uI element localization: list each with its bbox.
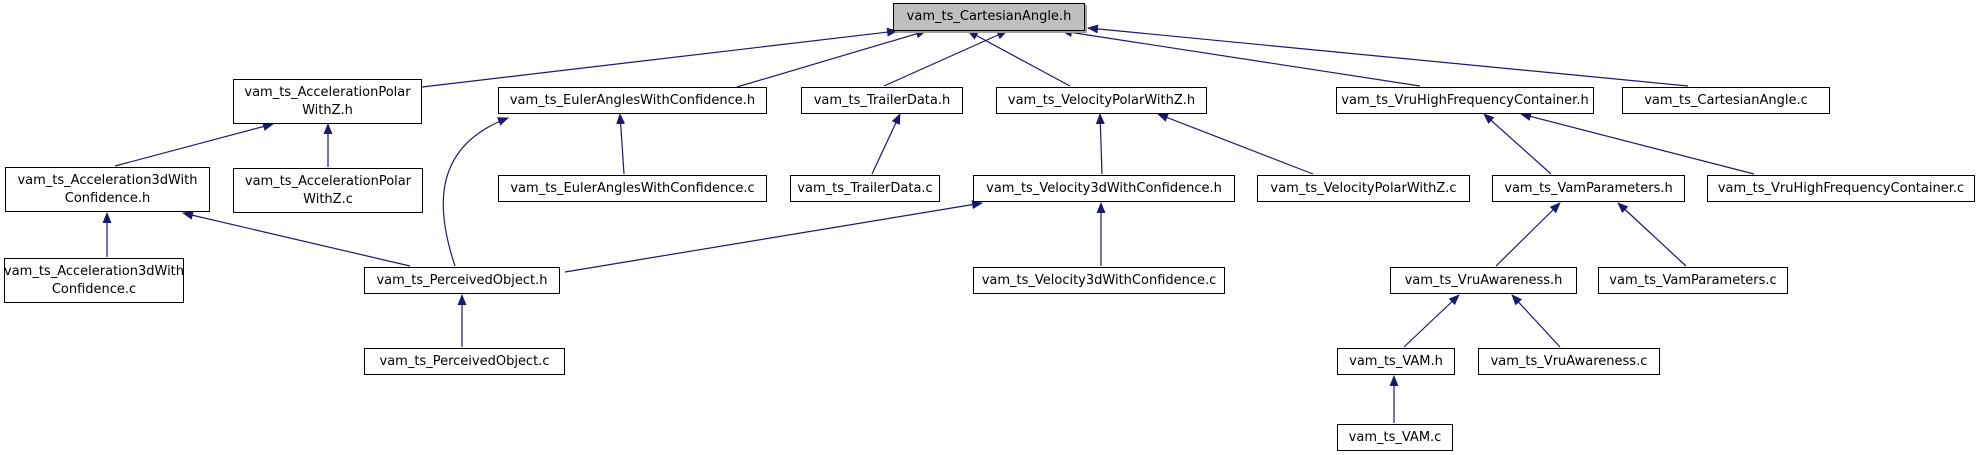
edge-n4-n0 <box>967 30 1071 87</box>
edge-n13-n5 <box>1483 113 1552 175</box>
node-vam_ts_CartesianAngle.c[interactable]: vam_ts_CartesianAngle.c <box>1622 87 1830 114</box>
edge-n14-n5 <box>1520 112 1755 175</box>
edge-n18-n13 <box>1495 202 1561 267</box>
node-vam_ts_VruHighFrequencyContainer.c[interactable]: vam_ts_VruHighFrequencyContainer.c <box>1707 175 1975 202</box>
node-vam_ts_CartesianAngle.h[interactable]: vam_ts_CartesianAngle.h <box>893 3 1085 31</box>
node-vam_ts_TrailerData.c[interactable]: vam_ts_TrailerData.c <box>790 175 940 202</box>
node-vam_ts_VruAwareness.h[interactable]: vam_ts_VruAwareness.h <box>1390 267 1577 294</box>
node-vam_ts_VAM.h[interactable]: vam_ts_VAM.h <box>1337 348 1455 375</box>
node-vam_ts_PerceivedObject.c[interactable]: vam_ts_PerceivedObject.c <box>364 348 565 375</box>
node-vam_ts_Velocity3dWithConfidence.h[interactable]: vam_ts_Velocity3dWithConfidence.h <box>973 175 1235 202</box>
node-vam_ts_VruAwareness.c[interactable]: vam_ts_VruAwareness.c <box>1478 348 1660 375</box>
node-vam_ts_Acceleration3dWithConfidence.c[interactable]: vam_ts_Acceleration3dWith Confidence.c <box>4 258 184 303</box>
node-vam_ts_PerceivedObject.h[interactable]: vam_ts_PerceivedObject.h <box>364 267 560 294</box>
edge-n19-n13 <box>1617 202 1687 267</box>
edge-n3-n0 <box>883 30 1008 87</box>
edge-n12-n4 <box>1157 113 1314 175</box>
edge-n16-n2 <box>442 117 509 267</box>
edge-n1-n0 <box>421 27 898 88</box>
node-vam_ts_EulerAnglesWithConfidence.h[interactable]: vam_ts_EulerAnglesWithConfidence.h <box>498 87 767 114</box>
node-vam_ts_VamParameters.h[interactable]: vam_ts_VamParameters.h <box>1492 175 1685 202</box>
edge-n10-n3 <box>871 113 901 175</box>
node-vam_ts_TrailerData.h[interactable]: vam_ts_TrailerData.h <box>801 87 963 114</box>
edge-n22-n18 <box>1511 294 1561 348</box>
node-vam_ts_VelocityPolarWithZ.c[interactable]: vam_ts_VelocityPolarWithZ.c <box>1257 175 1470 202</box>
node-vam_ts_AccelerationPolarWithZ.h[interactable]: vam_ts_AccelerationPolar WithZ.h <box>233 79 422 124</box>
edge-n5-n0 <box>1061 28 1421 87</box>
edge-n2-n0 <box>736 29 927 88</box>
edge-n21-n18 <box>1403 294 1460 348</box>
node-vam_ts_VamParameters.c[interactable]: vam_ts_VamParameters.c <box>1598 267 1788 294</box>
edge-n9-n2 <box>616 113 626 175</box>
edge-n11-n4 <box>1095 113 1105 175</box>
node-vam_ts_Acceleration3dWithConfidence.h[interactable]: vam_ts_Acceleration3dWith Confidence.h <box>5 167 210 212</box>
node-vam_ts_Velocity3dWithConfidence.c[interactable]: vam_ts_Velocity3dWithConfidence.c <box>973 267 1225 294</box>
edge-n7-n1 <box>114 122 274 167</box>
node-vam_ts_VAM.c[interactable]: vam_ts_VAM.c <box>1337 424 1453 451</box>
node-vam_ts_EulerAnglesWithConfidence.c[interactable]: vam_ts_EulerAnglesWithConfidence.c <box>498 175 767 202</box>
edge-n6-n0 <box>1087 24 1689 87</box>
edge-n16-n7 <box>182 210 411 267</box>
node-vam_ts_VelocityPolarWithZ.h[interactable]: vam_ts_VelocityPolarWithZ.h <box>996 87 1207 114</box>
edge-n16-n11 <box>564 200 983 273</box>
node-vam_ts_VruHighFrequencyContainer.h[interactable]: vam_ts_VruHighFrequencyContainer.h <box>1336 87 1594 114</box>
node-vam_ts_AccelerationPolarWithZ.c[interactable]: vam_ts_AccelerationPolar WithZ.c <box>233 168 423 213</box>
